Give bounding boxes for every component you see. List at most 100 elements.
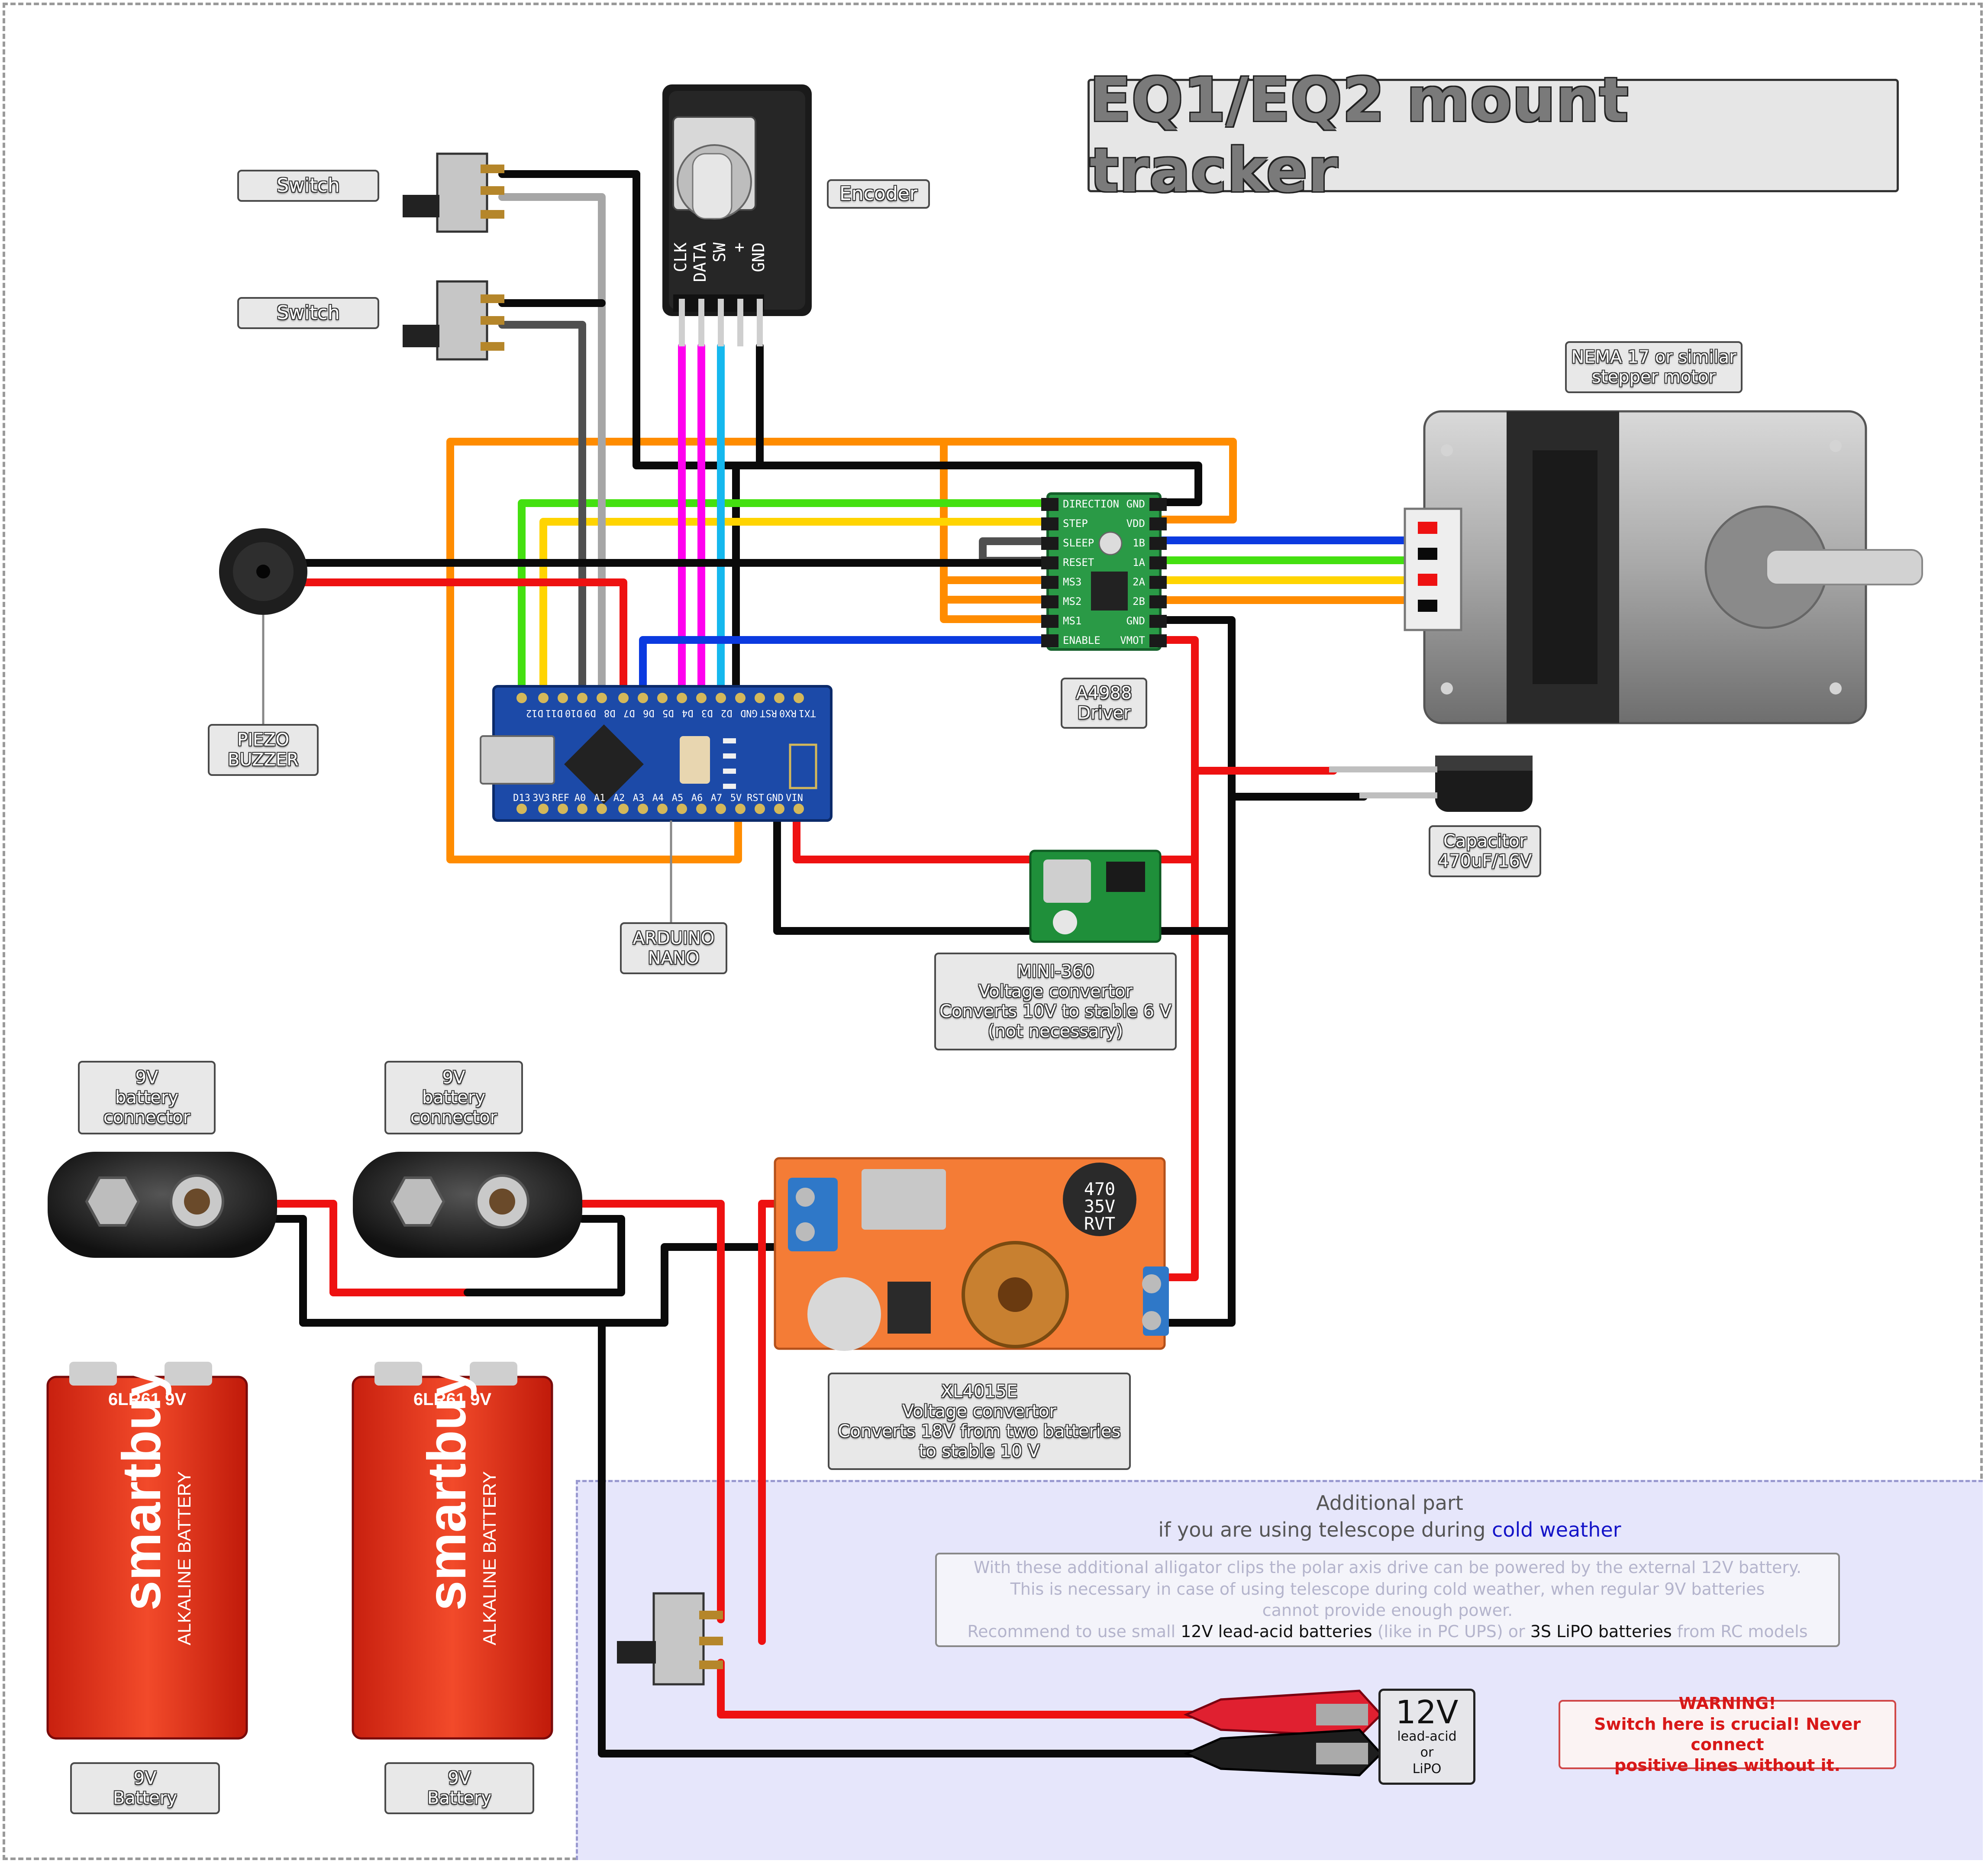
arduino-pin-top-1: D11: [545, 707, 563, 718]
driver-pin-left-0: DIRECTION: [1063, 498, 1119, 510]
xl-cap-bot-text: RVT: [1084, 1214, 1115, 1234]
driver-pin-right-4: 2A: [1133, 576, 1145, 588]
encoder-pin-2: SW: [710, 242, 729, 262]
note-line-1: With these additional alligator clips th…: [973, 1558, 1802, 1577]
wire-black-12v: [598, 1319, 1199, 1757]
external-battery-voltage: 12V: [1395, 1693, 1459, 1731]
wire-black-gnd-top: [633, 170, 1202, 506]
battery-9v-2: 6LR61 9V smartbuy ALKALINE BATTERY: [352, 1362, 553, 1740]
wire-red-batt1: [265, 1200, 471, 1296]
note-line-3: cannot provide enough power.: [1262, 1601, 1513, 1620]
driver-pin-left-3: RESET: [1063, 556, 1094, 569]
wire-red-vmot: [1143, 636, 1199, 1281]
driver-pin-left-5: MS2: [1063, 595, 1081, 607]
driver-pin-right-2: 1B: [1133, 537, 1145, 549]
driver-pin-right-0: GND: [1126, 498, 1145, 510]
wire-black-batt2: [464, 1215, 625, 1296]
arduino-pin-bottom-1: 3V3: [532, 793, 550, 804]
arduino-pin-bottom-0: D13: [513, 793, 530, 804]
wire-red-piezo: [299, 578, 627, 697]
a4988-driver-board: [1041, 492, 1167, 651]
warning-box: WARNING! Switch here is crucial! Never c…: [1559, 1694, 1896, 1775]
encoder-pin-3: +: [729, 242, 749, 252]
encoder-label: Encoder: [827, 179, 930, 209]
battery-connector-2: [353, 1152, 582, 1258]
arduino-pin-top-8: D4: [682, 707, 694, 718]
alligator-clip-black: [1183, 1728, 1383, 1777]
cold-section-note: With these additional alligator clips th…: [935, 1553, 1840, 1647]
note-line-2: This is necessary in case of using teles…: [1010, 1579, 1765, 1599]
encoder-pin-4: GND: [749, 242, 768, 272]
encoder-pin-1: DATA: [691, 242, 710, 282]
wire-black-gnd-motor: [1143, 616, 1236, 1327]
arduino-pin-top-6: D6: [643, 707, 655, 718]
driver-pin-right-6: GND: [1126, 615, 1145, 627]
piezo-buzzer: [219, 528, 307, 727]
battery-connector-1: [48, 1152, 277, 1258]
arduino-pin-bottom-13: GND: [766, 793, 784, 804]
driver-pin-right-7: VMOT: [1120, 634, 1145, 646]
wire-gray-sleep-reset: [979, 537, 1052, 565]
arduino-pin-bottom-2: REF: [552, 793, 569, 804]
cold-section-subtitle: if you are using telescope during cold w…: [1158, 1518, 1621, 1542]
battery-2-brand: smartbuy: [417, 1367, 477, 1611]
capacitor-470uf: [1329, 756, 1533, 812]
arduino-pin-top-3: D9: [584, 707, 596, 718]
arduino-pin-bottom-5: A2: [613, 793, 625, 804]
arduino-pin-bottom-9: A6: [691, 793, 703, 804]
arduino-pin-top-9: D3: [701, 707, 713, 718]
switch-1-graphic: [403, 152, 504, 233]
arduino-pin-bottom-12: RST: [747, 793, 764, 804]
switch-1-label: Switch: [237, 170, 379, 202]
xl-cap-top-text: 470: [1084, 1179, 1115, 1199]
arduino-pin-bottom-7: A4: [652, 793, 664, 804]
cold-section-heading: Additional part if you are using telesco…: [1009, 1489, 1771, 1543]
arduino-pin-bottom-6: A3: [633, 793, 645, 804]
note-line-4: Recommend to use small 12V lead-acid bat…: [967, 1622, 1808, 1641]
arduino-pin-top-10: D2: [721, 707, 733, 718]
arduino-pin-top-14: TX1: [799, 707, 816, 718]
battery-9v-1: 6LR61 9V smartbuy ALKALINE BATTERY: [46, 1362, 248, 1740]
driver-pin-right-3: 1A: [1133, 556, 1145, 569]
arduino-pin-top-4: D8: [604, 707, 616, 718]
arduino-pin-bottom-4: A1: [594, 793, 606, 804]
cold-section-title: Additional part: [1316, 1491, 1463, 1515]
arduino-pin-top-7: D5: [662, 707, 674, 718]
arduino-pin-bottom-11: 5V: [730, 793, 742, 804]
mini360-converter: [1029, 850, 1162, 943]
switch-3-graphic: [617, 1592, 723, 1686]
arduino-pin-bottom-8: A5: [672, 793, 684, 804]
wire-red-batt2: [572, 1200, 725, 1623]
warning-title: WARNING!: [1678, 1694, 1776, 1713]
xl-cap-mid-text: 35V: [1084, 1197, 1115, 1217]
wire-green-dir: [518, 499, 1065, 697]
switch-2-label: Switch: [237, 297, 379, 329]
wire-red-vin: [793, 810, 1034, 863]
driver-pin-left-6: MS1: [1063, 615, 1081, 627]
arduino-pin-top-12: RST: [760, 707, 777, 718]
driver-pin-left-1: STEP: [1063, 517, 1088, 530]
external-battery-box: 12V lead-acid or LiPO: [1378, 1689, 1475, 1785]
driver-pin-right-5: 2B: [1133, 595, 1145, 607]
battery-1-model: 6LR61 9V: [108, 1390, 186, 1409]
arduino-nano-board: [480, 685, 833, 927]
wire-yellow-step: [539, 518, 1065, 697]
arduino-pin-bottom-3: A0: [574, 793, 586, 804]
battery-1-brand: smartbuy: [112, 1367, 172, 1611]
wire-blue-enable: [639, 636, 1065, 697]
arduino-pin-bottom-10: A7: [711, 793, 723, 804]
driver-pin-left-4: MS3: [1063, 576, 1081, 588]
cold-weather-highlight: cold weather: [1492, 1518, 1621, 1542]
driver-pin-left-2: SLEEP: [1063, 537, 1094, 549]
